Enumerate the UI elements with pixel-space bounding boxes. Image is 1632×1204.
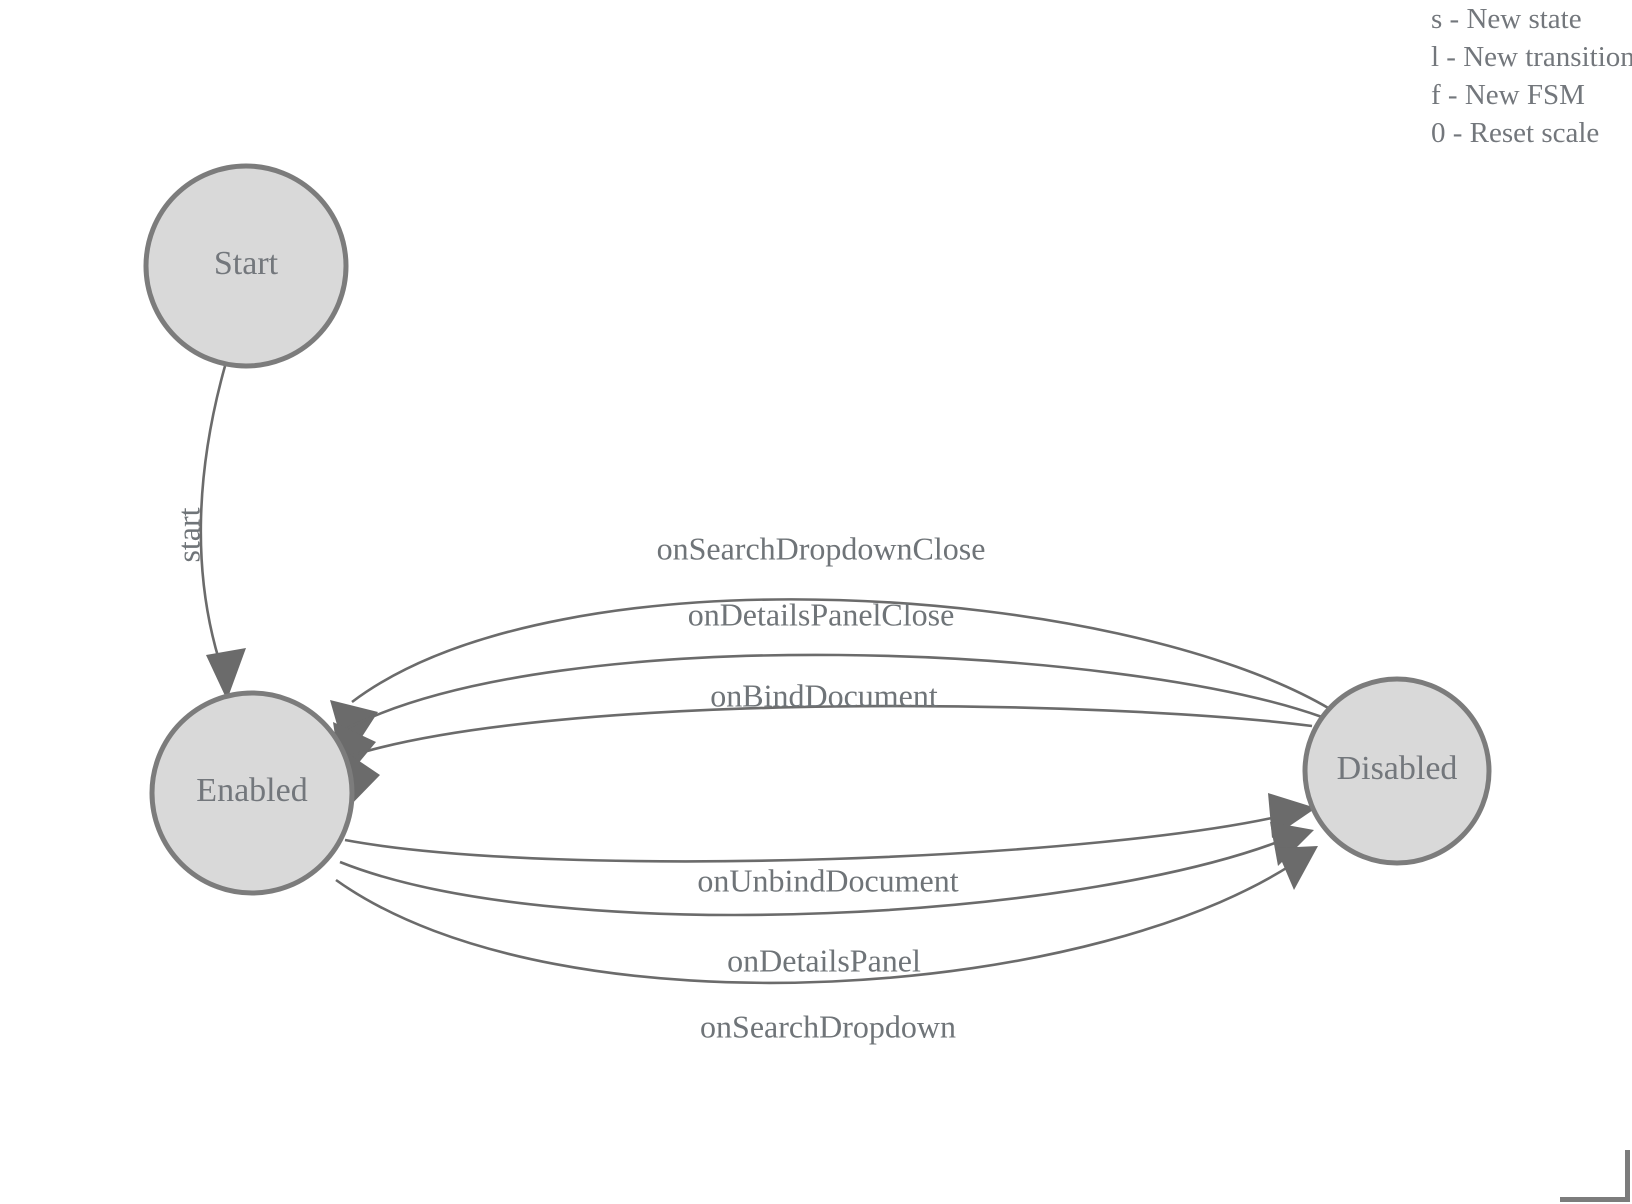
legend-item-new-fsm: f - New FSM <box>1431 79 1585 111</box>
legend-item-reset-scale: 0 - Reset scale <box>1431 117 1600 149</box>
legend-item-new-transition: l - New transition <box>1431 41 1632 73</box>
frame-corner-bottom-right <box>1560 1150 1630 1202</box>
edge-label-start: start <box>170 507 206 562</box>
edge-on-search-dropdown[interactable] <box>335 846 1318 985</box>
edge-label-on-search-dropdown-close: onSearchDropdownClose <box>657 530 986 566</box>
edge-path-on-search-dropdown-close <box>351 598 1331 711</box>
arrowhead-on-search-dropdown-close <box>330 700 378 760</box>
node-enabled-circle[interactable] <box>149 690 355 896</box>
edge-label-on-details-panel-close: onDetailsPanelClose <box>688 596 955 632</box>
edge-label-on-bind-document: onBindDocument <box>710 677 938 713</box>
edge-path-on-search-dropdown <box>335 850 1311 985</box>
edge-label-on-unbind-document: onUnbindDocument <box>697 862 958 898</box>
node-disabled[interactable]: Disabled <box>1302 676 1492 866</box>
node-disabled-circle[interactable] <box>1302 676 1492 866</box>
edge-path-on-details-panel <box>339 831 1301 917</box>
edge-on-details-panel-close[interactable] <box>333 653 1323 783</box>
node-start[interactable]: Start <box>143 163 349 369</box>
edge-path-on-details-panel-close <box>347 653 1323 730</box>
edge-start[interactable] <box>199 365 246 700</box>
node-enabled[interactable]: Enabled <box>149 690 355 896</box>
node-start-circle[interactable] <box>143 163 349 369</box>
edge-path-on-bind-document <box>349 704 1313 758</box>
edge-path-on-unbind-document <box>344 810 1299 863</box>
node-enabled-label: Enabled <box>196 772 307 809</box>
edge-label-on-search-dropdown: onSearchDropdown <box>700 1008 956 1044</box>
legend-item-new-state: s - New state <box>1431 3 1582 35</box>
edge-on-search-dropdown-close[interactable] <box>330 598 1331 760</box>
edge-on-unbind-document[interactable] <box>344 793 1316 863</box>
edge-label-on-details-panel: onDetailsPanel <box>727 942 921 978</box>
arrowhead-start <box>206 648 246 700</box>
edge-on-bind-document[interactable] <box>340 704 1313 812</box>
edge-path-start <box>199 365 227 661</box>
node-start-label: Start <box>214 245 279 282</box>
arrowhead-on-search-dropdown <box>1276 846 1318 890</box>
shortcut-legend: s - New state l - New transition f - New… <box>1431 0 1632 152</box>
node-disabled-label: Disabled <box>1337 750 1458 787</box>
